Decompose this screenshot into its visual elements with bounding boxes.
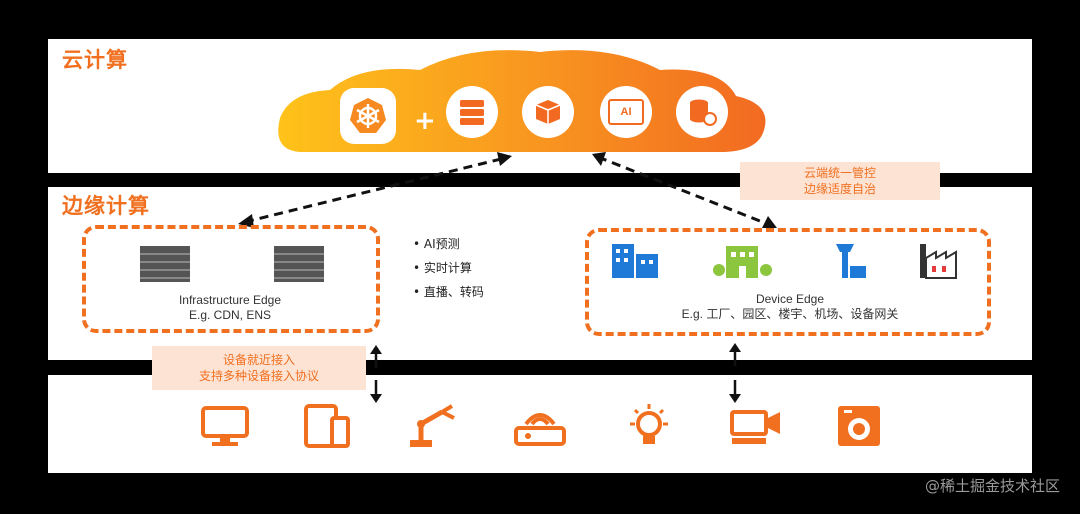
- washing-machine-icon: [834, 402, 884, 450]
- office-building-icon: [608, 240, 662, 284]
- list-item: 直播、转码: [413, 280, 484, 304]
- edge-section-title: 边缘计算: [62, 194, 150, 218]
- server-stack-icon: [446, 86, 498, 138]
- database-cloud-icon: [676, 86, 728, 138]
- note-line: 支持多种设备接入协议: [198, 369, 319, 383]
- note-line: 边缘适度自治: [803, 182, 876, 196]
- ai-label: AI: [608, 99, 644, 125]
- infrastructure-edge-box: [82, 225, 380, 333]
- monitor-icon: [200, 402, 250, 450]
- park-building-icon: [712, 240, 774, 284]
- device-edge-box: [585, 228, 991, 336]
- container-icon: [522, 86, 574, 138]
- cloud-section-title: 云计算: [62, 48, 128, 72]
- device-edge-label: Device Edge E.g. 工厂、园区、楼宇、机场、设备网关: [620, 292, 960, 322]
- ai-chip-icon: AI: [600, 86, 652, 138]
- infrastructure-edge-label: Infrastructure Edge E.g. CDN, ENS: [150, 293, 310, 323]
- device-edge-name: Device Edge: [755, 292, 825, 306]
- device-edge-examples: E.g. 工厂、园区、楼宇、机场、设备网关: [681, 307, 899, 321]
- camera-icon: [730, 402, 780, 450]
- edge-capabilities-list: AI预测 实时计算 直播、转码: [413, 232, 484, 304]
- plus-sign: +: [414, 106, 436, 136]
- infrastructure-edge-name: Infrastructure Edge: [178, 293, 282, 307]
- cloud-management-note: 云端统一管控 边缘适度自治: [740, 162, 940, 200]
- factory-icon: [914, 238, 960, 284]
- list-item: AI预测: [413, 232, 484, 256]
- airport-tower-icon: [828, 240, 870, 284]
- server-rack-icon: [138, 244, 192, 288]
- device-access-note: 设备就近接入 支持多种设备接入协议: [152, 346, 366, 390]
- kubernetes-icon: [340, 88, 396, 144]
- server-rack-icon: [272, 244, 326, 288]
- list-item: 实时计算: [413, 256, 484, 280]
- router-icon: [512, 402, 568, 450]
- tablet-icon: [302, 402, 352, 450]
- robot-arm-icon: [406, 402, 456, 450]
- infrastructure-edge-examples: E.g. CDN, ENS: [188, 308, 272, 322]
- light-bulb-icon: [624, 402, 674, 450]
- watermark: @稀土掘金技术社区: [924, 477, 1060, 495]
- note-line: 设备就近接入: [222, 353, 295, 367]
- note-line: 云端统一管控: [803, 166, 876, 180]
